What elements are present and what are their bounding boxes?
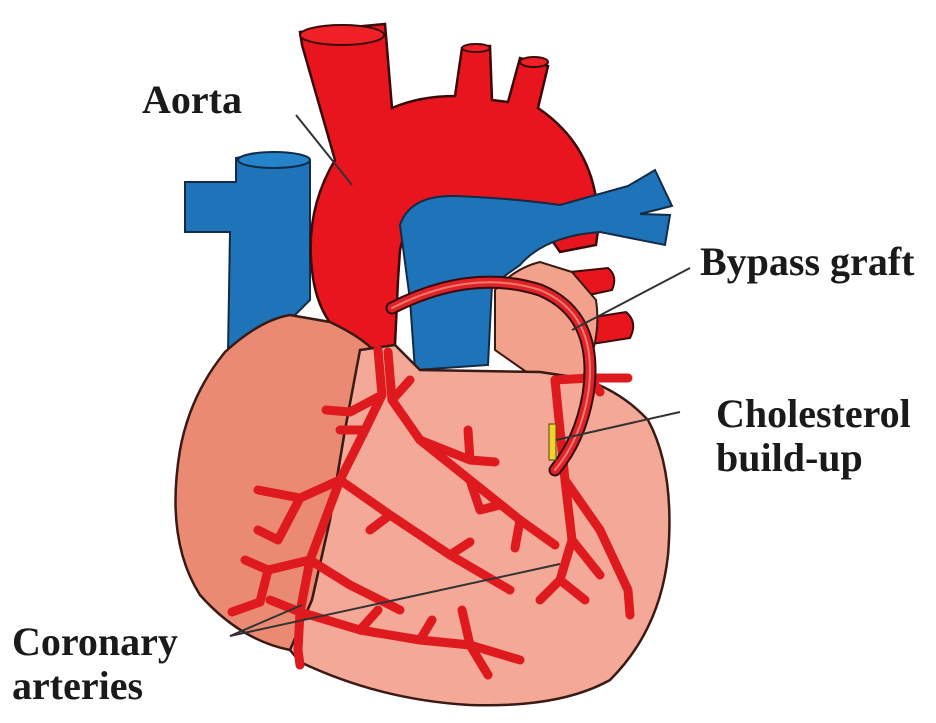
- coronary-label-line2: arteries: [12, 664, 178, 708]
- bypass-graft-label-text: Bypass graft: [700, 240, 914, 284]
- coronary-arteries-label: Coronary arteries: [12, 620, 178, 708]
- bypass-graft-label: Bypass graft: [700, 240, 914, 284]
- cholesterol-label: Cholesterol build-up: [716, 392, 911, 480]
- coronary-label-line1: Coronary: [12, 620, 178, 664]
- aorta-label: Aorta: [142, 78, 242, 122]
- aorta-label-text: Aorta: [142, 78, 242, 122]
- cholesterol-plaque: [549, 424, 556, 460]
- cholesterol-label-line1: Cholesterol: [716, 392, 911, 436]
- cholesterol-label-line2: build-up: [716, 436, 911, 480]
